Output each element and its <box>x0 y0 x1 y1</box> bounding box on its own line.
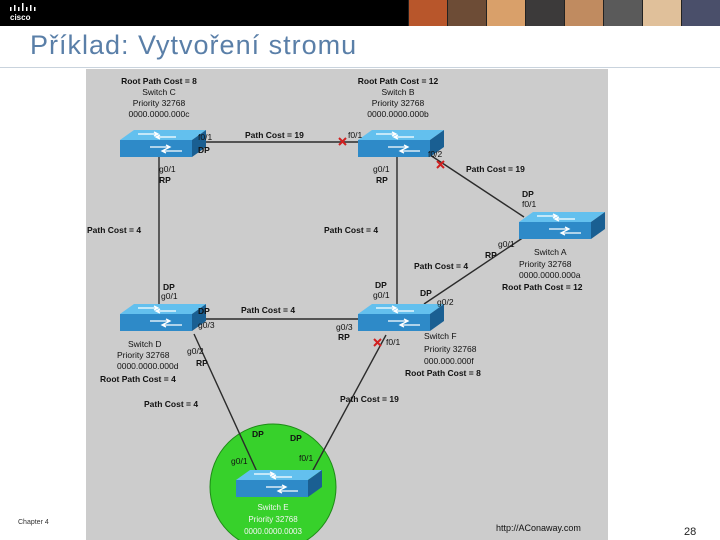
path-cost-c-d: Path Cost = 4 <box>87 225 141 235</box>
chapter-label: Chapter 4 <box>18 519 49 526</box>
port-f-f01: f0/1 <box>386 337 400 347</box>
title-divider <box>0 67 720 68</box>
switch-c-priority: Priority 32768 <box>133 98 186 108</box>
port-a-g01: g0/1 <box>498 239 515 249</box>
switch-c-mac: 0000.0000.000c <box>129 109 191 119</box>
switch-e-name: Switch E <box>257 503 288 512</box>
port-b-f01: f0/1 <box>348 130 362 140</box>
switch-e[interactable] <box>235 469 323 498</box>
switch-e-priority: Priority 32768 <box>248 515 298 524</box>
link-f-e <box>311 334 387 473</box>
switch-c-name: Switch C <box>142 87 176 97</box>
switch-a-priority: Priority 32768 <box>519 259 572 269</box>
port-d-g03: g0/3 <box>198 320 215 330</box>
switch-a[interactable] <box>518 211 606 240</box>
port-e-f01: f0/1 <box>299 453 313 463</box>
switch-b-root-cost: Root Path Cost = 12 <box>358 76 439 86</box>
port-f-dp-a: DP <box>420 288 432 298</box>
port-a-rp: RP <box>485 250 497 260</box>
port-f-g01: g0/1 <box>373 290 390 300</box>
switch-a-root-cost: Root Path Cost = 12 <box>502 282 583 292</box>
port-f-g03: g0/3 <box>336 322 353 332</box>
switch-d[interactable] <box>119 303 207 332</box>
switch-b-priority: Priority 32768 <box>372 98 425 108</box>
port-d-rp: RP <box>196 358 208 368</box>
switch-f[interactable] <box>357 303 445 332</box>
blocked-port-f-f01 <box>373 338 382 347</box>
path-cost-b-a: Path Cost = 19 <box>466 164 525 174</box>
cisco-logo-text: cisco <box>10 13 31 22</box>
port-a-f01: f0/1 <box>522 199 536 209</box>
port-d-dp-right: DP <box>198 306 210 316</box>
cisco-logo-icon: cisco <box>10 3 36 22</box>
network-links <box>158 141 525 475</box>
blocked-port-b-f01 <box>338 137 347 146</box>
port-a-dp: DP <box>522 189 534 199</box>
switch-d-name: Switch D <box>128 339 162 349</box>
switch-d-priority: Priority 32768 <box>117 350 170 360</box>
switch-e-mac: 0000.0000.0003 <box>244 527 302 536</box>
switch-f-priority: Priority 32768 <box>424 344 477 354</box>
port-e-g01: g0/1 <box>231 456 248 466</box>
path-cost-a-f: Path Cost = 4 <box>414 261 468 271</box>
page-title: Příklad: Vytvoření stromu <box>30 30 358 60</box>
diagram-watermark: http://AConaway.com <box>496 523 581 533</box>
port-e-dp-left: DP <box>252 429 264 439</box>
path-cost-c-b: Path Cost = 19 <box>245 130 304 140</box>
header-photo-strip <box>408 0 720 26</box>
switch-d-mac: 0000.0000.000d <box>117 361 179 371</box>
switch-a-mac: 0000.0000.000a <box>519 270 581 280</box>
port-b-g01: g0/1 <box>373 164 390 174</box>
top-header-bar: cisco <box>0 0 720 26</box>
switch-f-root-cost: Root Path Cost = 8 <box>405 368 481 378</box>
path-cost-d-e: Path Cost = 4 <box>144 399 198 409</box>
port-f-g02: g0/2 <box>437 297 454 307</box>
port-f-rp: RP <box>338 332 350 342</box>
path-cost-f-e: Path Cost = 19 <box>340 394 399 404</box>
switch-c-root-cost: Root Path Cost = 8 <box>121 76 197 86</box>
link-b-a <box>423 150 525 218</box>
port-c-f01: f0/1 <box>198 132 212 142</box>
stp-topology-diagram: Root Path Cost = 8 Switch C Priority 327… <box>86 69 608 540</box>
switch-f-mac: 000.000.000f <box>424 356 474 366</box>
switch-f-name: Switch F <box>424 331 457 341</box>
page-number: 28 <box>684 526 697 538</box>
port-c-g01: g0/1 <box>159 164 176 174</box>
blocked-port-b-f02 <box>436 160 445 169</box>
port-d-dp-top: DP <box>163 282 175 292</box>
port-e-dp-right: DP <box>290 433 302 443</box>
port-b-f02: f0/2 <box>428 149 442 159</box>
port-c-dp: DP <box>198 145 210 155</box>
switch-c[interactable] <box>119 129 207 158</box>
link-a-f <box>423 236 525 305</box>
port-c-rp: RP <box>159 175 171 185</box>
port-f-dp-top: DP <box>375 280 387 290</box>
switch-b-mac: 0000.0000.000b <box>367 109 429 119</box>
switch-a-name: Switch A <box>534 247 567 257</box>
port-b-rp: RP <box>376 175 388 185</box>
blocked-port-markers <box>338 137 445 347</box>
path-cost-b-f: Path Cost = 4 <box>324 225 378 235</box>
path-cost-d-f: Path Cost = 4 <box>241 305 295 315</box>
switch-b-name: Switch B <box>381 87 414 97</box>
port-d-g02: g0/2 <box>187 346 204 356</box>
port-d-g01: g0/1 <box>161 291 178 301</box>
link-d-e <box>193 333 259 475</box>
switch-d-root-cost: Root Path Cost = 4 <box>100 374 176 384</box>
